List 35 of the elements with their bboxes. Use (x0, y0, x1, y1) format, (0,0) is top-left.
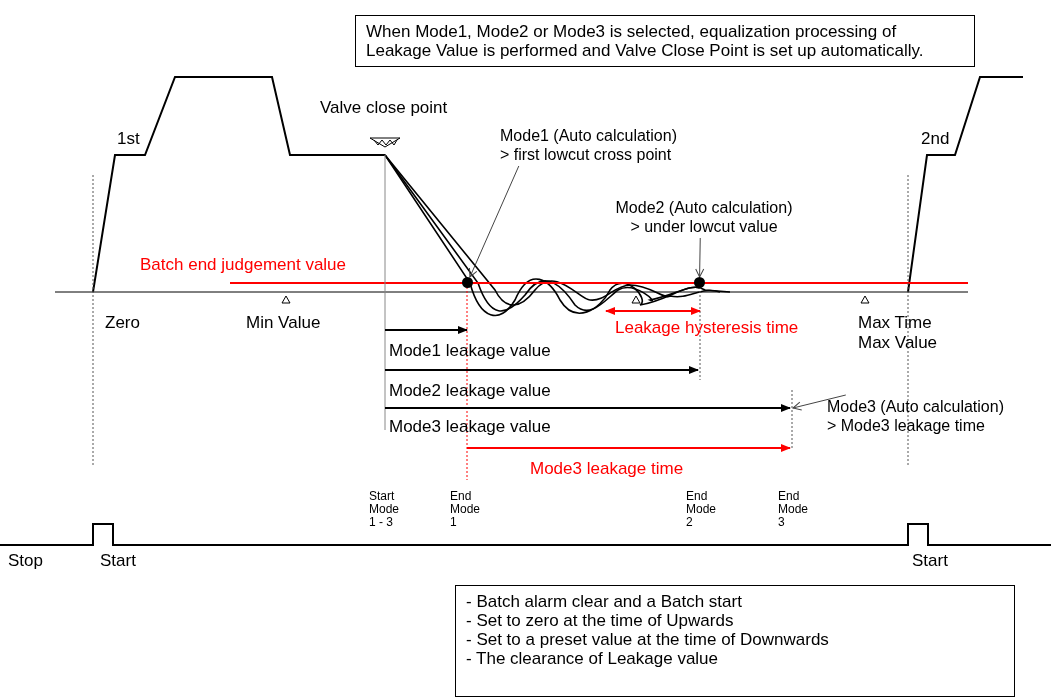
note-box (355, 15, 975, 67)
note-text: When Mode1, Mode2 or Mode3 is selected, equalization processing of Leakage Value is performed and Valve Close Point is set up automatically. (366, 22, 925, 60)
dimension-label: Mode3 leakage time (530, 459, 684, 478)
note-text: - The clearance of Leakage value (466, 649, 720, 668)
data-point (694, 277, 705, 288)
callout-text: Mode1 (Auto calculation) > first lowcut cross point (500, 126, 688, 164)
note-text: - Batch alarm clear and a Batch start (466, 592, 743, 611)
dimension-label: Mode3 leakage value (389, 417, 551, 436)
threshold-label: Batch end judgement value (140, 255, 347, 274)
signal-label: Start (100, 551, 136, 570)
axis-label: Min Value (246, 313, 321, 332)
axis-label: 2nd (921, 129, 950, 148)
leader-line (695, 237, 705, 278)
callout-text: Mode2 (Auto calculation) > under lowcut value (610, 198, 798, 236)
signal-label: Stop (8, 551, 43, 570)
note-box (455, 585, 1015, 697)
note-text: - Set to a preset value at the time of Downwards (466, 630, 830, 649)
timing-label: Start Mode 1 - 3 (369, 490, 401, 529)
axis-label: Valve close point (320, 98, 448, 117)
timing-label: End Mode 1 (450, 490, 482, 529)
axis-label: Max Time (858, 313, 932, 332)
leader-line (469, 165, 520, 278)
axis-label: Max Value (858, 333, 938, 352)
callout-text: Mode3 (Auto calculation) > Mode3 leakage time (827, 397, 1015, 435)
dimension-label: Mode2 leakage value (389, 381, 551, 400)
dimension-label: Leakage hysteresis time (615, 318, 799, 337)
timing-label: End Mode 2 (686, 490, 718, 529)
note-text: - Set to zero at the time of Upwards (466, 611, 735, 630)
data-point (462, 277, 473, 288)
axis-label: 1st (117, 129, 140, 148)
axis-label: Zero (105, 313, 140, 332)
signal-label: Start (912, 551, 948, 570)
dimension-label: Mode1 leakage value (389, 341, 551, 360)
leader-line (792, 394, 847, 411)
timing-label: End Mode 3 (778, 490, 810, 529)
